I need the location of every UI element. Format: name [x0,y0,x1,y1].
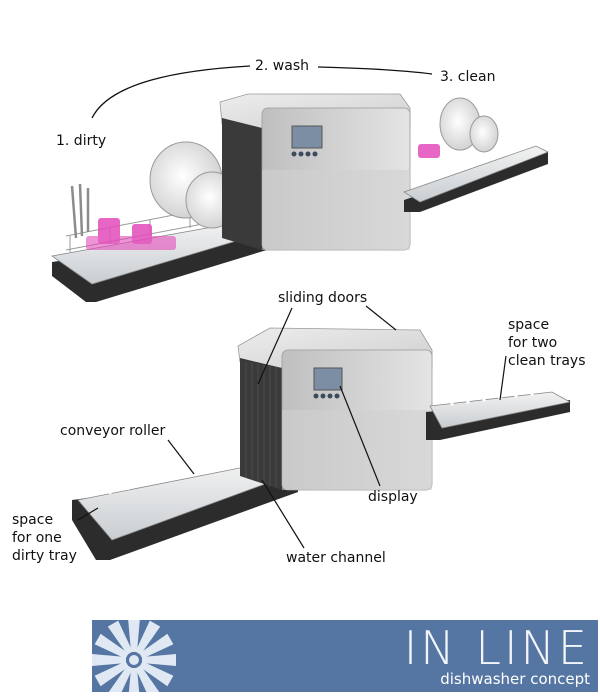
step-dirty-label: 1. dirty [56,133,107,149]
bottom-dishwasher-scene [72,327,572,560]
step-wash-label: 2. wash [255,58,310,74]
callout-space-dirty [77,507,99,521]
left-rail [52,228,280,302]
right-tray [403,145,549,203]
process-flow-curve [91,65,433,119]
callout-sliding-doors-right [365,305,397,331]
callout-conveyor-roller [167,439,195,475]
sunburst-logo-icon [92,620,176,692]
brand-banner: IN LINE dishwasher concept [92,620,598,692]
space-dirty-line-3: dirty tray [12,548,77,564]
space-clean-line-1: space [508,317,550,333]
space-clean-line-2: for two [508,335,558,351]
space-dirty-line-1: space [12,512,54,528]
space-dirty-tray-label: space for one dirty tray [12,511,77,565]
conveyor-right-tray [429,391,572,429]
brand-subtitle: dishwasher concept [440,670,590,688]
conveyor-roller-label: conveyor roller [60,423,166,439]
callout-space-clean [499,355,507,401]
bottom-display-panel [313,367,343,391]
space-dirty-line-2: for one [12,530,62,546]
sliding-doors-label: sliding doors [278,290,368,306]
conveyor-rollers [108,462,238,494]
callout-lines [77,305,507,549]
plate-clean-2 [469,115,499,153]
sliding-door [240,358,282,490]
pink-cups [86,218,176,250]
callout-water-channel [261,479,305,549]
top-dishwasher-scene [50,65,549,302]
water-channel-label: water channel [286,550,386,566]
pink-cups-clean [418,144,440,158]
right-rail [404,152,548,212]
brand-title: IN LINE [403,621,590,675]
space-clean-line-3: clean trays [508,353,586,369]
space-clean-trays-label: space for two clean trays [508,316,586,370]
callout-sliding-doors-left [257,307,293,385]
callout-display [339,385,381,487]
display-label: display [368,489,418,505]
top-machine-front [222,118,262,250]
step-clean-label: 3. clean [440,69,496,85]
utensils [70,183,90,239]
top-display-panel [291,125,323,149]
